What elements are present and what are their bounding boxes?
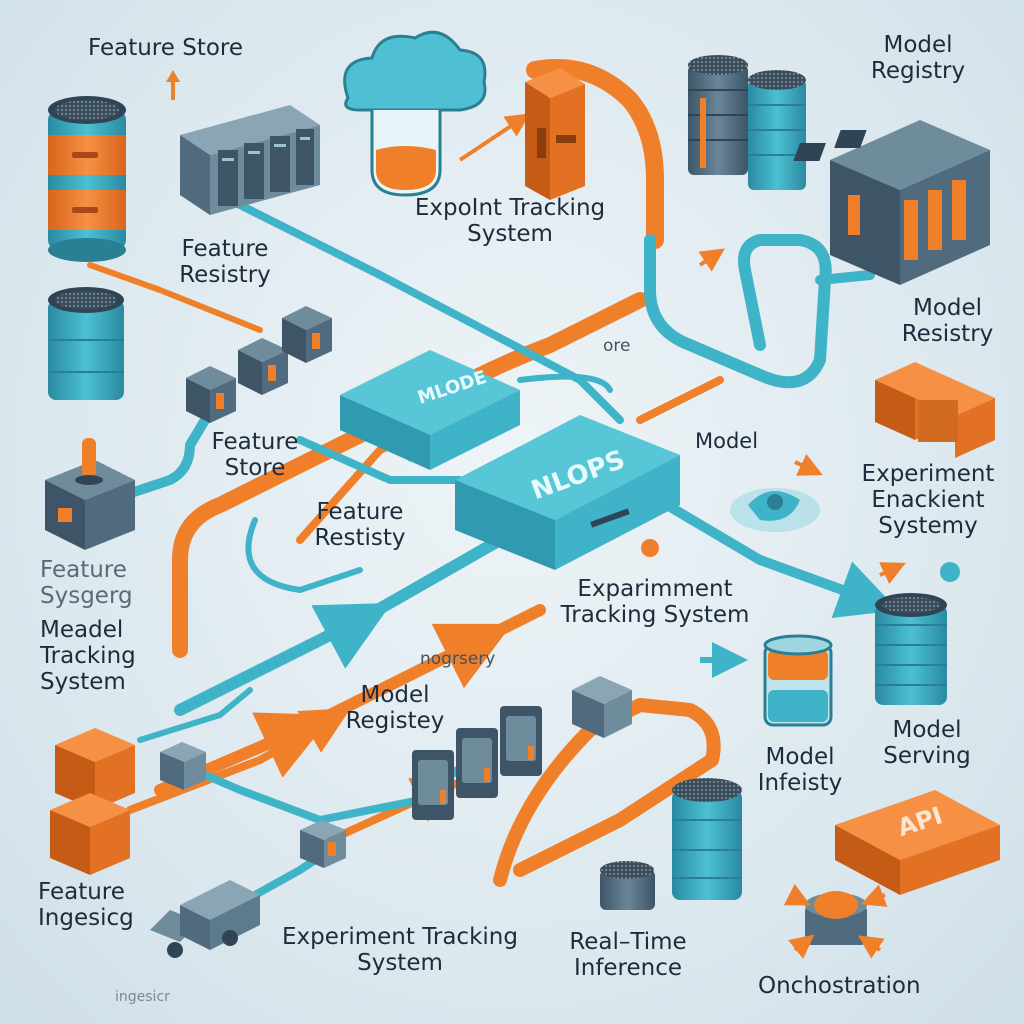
label-feature-sysgerg: Feature Sysgerg — [40, 557, 133, 609]
model-hologram-icon — [730, 488, 820, 532]
label-exparimment-tracking: Exparimment Tracking System — [560, 576, 750, 628]
feature-store-drum-stack — [48, 96, 126, 262]
label-feature-ingesicg: Feature Ingesicg — [38, 879, 134, 931]
label-feature-resistry-1: Feature Resistry — [179, 236, 271, 288]
label-model-infeisty: Model Infeisty — [757, 744, 843, 796]
orange-arrow-small-3 — [879, 562, 906, 584]
experiment-orange-blocks — [875, 362, 995, 458]
label-nogrsery: nogrsery — [420, 649, 496, 669]
pipe-teal-nlops-out — [645, 490, 899, 618]
pipe-teal-to-registry — [815, 270, 875, 285]
label-model-registey: Model Registey — [345, 682, 445, 734]
label-experiment-tracking-bottom: Experiment Tracking System — [282, 924, 518, 976]
cloud-arrow — [458, 113, 530, 162]
ingestion-connector-cubes — [160, 742, 346, 868]
real-time-inference-drums — [600, 778, 742, 910]
model-registry-drum-cluster — [688, 55, 806, 190]
nlops-node — [455, 415, 680, 570]
pipe-teal-right-loop — [644, 234, 832, 389]
orange-arrow-small-2 — [698, 248, 725, 272]
mlode-node — [340, 350, 520, 470]
label-feature-restisty: Feature Restisty — [314, 499, 406, 551]
label-meadel-tracking: Meadel Tracking System — [40, 617, 136, 695]
pipe-orange-left-feed — [87, 262, 263, 333]
pipe-orange-top-drop — [526, 59, 664, 249]
pipe-orange-bottom-main — [154, 604, 546, 796]
model-infeisty-jar — [763, 634, 833, 727]
label-model-resistry-right: Model Resistry — [901, 295, 994, 347]
api-block — [835, 790, 1000, 895]
pipe-teal-mid-right — [517, 373, 613, 393]
ingestion-truck-icon — [150, 880, 260, 958]
teal-dot — [940, 562, 960, 582]
pipe-teal-mid-link — [296, 436, 464, 484]
label-expoint-tracking: ExpoInt Tracking System — [414, 195, 606, 247]
pipe-teal-lower-left — [137, 687, 253, 743]
left-mid-drum — [48, 287, 124, 400]
feature-registry-server-rack — [180, 105, 320, 215]
orange-dot — [641, 539, 659, 557]
feature-store-arrow-icon — [166, 70, 180, 100]
model-serving-drum-stack — [875, 593, 947, 705]
orchestration-device — [783, 883, 888, 959]
pipe-teal-loop-a — [245, 517, 363, 593]
cloud-icon — [343, 30, 487, 197]
label-ore: ore — [603, 336, 631, 356]
orange-tower — [525, 68, 585, 200]
label-experiment-tracking-right: Experiment Enackient Systemy — [861, 461, 995, 539]
feature-ingesicg-orange-boxes — [50, 728, 135, 875]
pipe-orange-right-feed — [636, 376, 724, 424]
model-registry-cube — [793, 120, 990, 285]
joystick-device — [45, 438, 135, 550]
label-feature-store-top: Feature Store — [88, 35, 244, 61]
orange-arrow-small-1 — [794, 454, 823, 476]
label-model-serving: Model Serving — [883, 717, 971, 769]
label-ingesicr: ingesicr — [115, 989, 170, 1005]
label-model-registry-top: Model Registry — [870, 32, 966, 84]
pipe-teal-center-diag — [174, 534, 506, 716]
label-onchostration: Onchostration — [758, 973, 921, 999]
label-model-mid: Model — [695, 429, 759, 453]
label-feature-store-mid: Feature Store — [211, 429, 299, 481]
pipe-orange-low-feed — [126, 708, 351, 814]
pipe-teal-upper-cross — [216, 191, 624, 424]
model-registey-server-row — [412, 676, 632, 820]
pipe-teal-left-feed — [120, 415, 210, 500]
feature-nodes-small — [186, 306, 332, 423]
label-real-time-inference: Real–Time Inference — [569, 929, 687, 981]
